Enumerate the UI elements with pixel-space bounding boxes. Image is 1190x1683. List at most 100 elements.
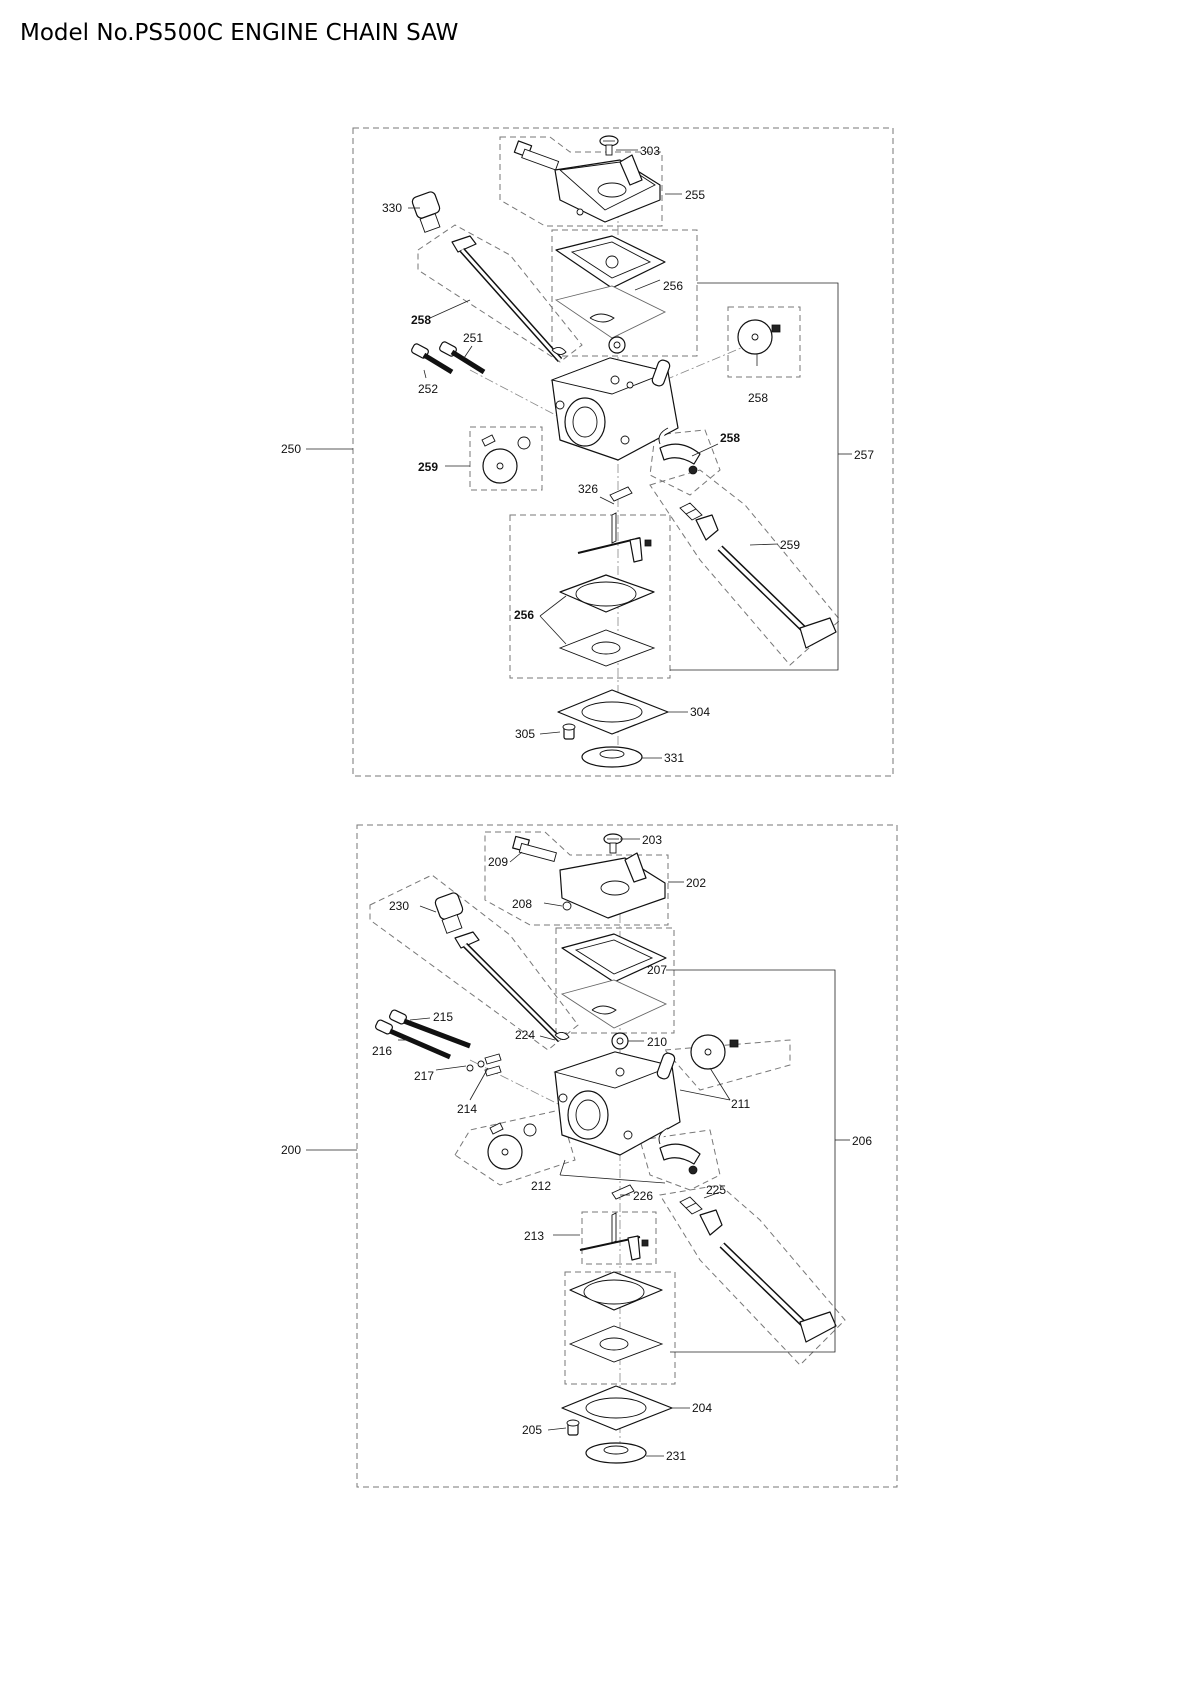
choke-plate-259-icon (481, 434, 531, 484)
inlet-screen-icon (608, 336, 626, 354)
pump-cover-202-icon (559, 852, 666, 919)
screw-305-icon (562, 723, 576, 740)
lower-carburetor-assembly: 203 209 202 208 230 207 215 216 224 210 … (281, 824, 898, 1488)
callout-204: 204 (692, 1401, 712, 1415)
callout-225: 225 (706, 1183, 726, 1197)
callout-202: 202 (686, 876, 706, 890)
washer-217-icon (466, 1060, 485, 1072)
callout-213: 213 (524, 1229, 544, 1243)
callout-256-upper: 256 (663, 279, 683, 293)
callout-216: 216 (372, 1044, 392, 1058)
throttle-plate-258-icon (737, 319, 781, 355)
spring-326-icon (609, 486, 633, 502)
screw-205-icon (566, 1419, 580, 1436)
lower-carburetor-body-icon (553, 1051, 681, 1156)
callout-258-throttle-plate: 258 (748, 391, 768, 405)
callout-305: 305 (515, 727, 535, 741)
cover-bolt-icon (513, 140, 560, 171)
callout-226: 226 (633, 1189, 653, 1203)
lower-assembly-frame (356, 824, 898, 1488)
washer-231-icon (585, 1442, 647, 1464)
needle-252-icon (411, 343, 454, 375)
metering-gasket-256-icon (558, 574, 656, 667)
spring-226-icon (611, 1184, 635, 1200)
choke-shaft-224-icon (454, 931, 570, 1043)
screw-303-icon (599, 135, 619, 156)
callout-250: 250 (281, 442, 301, 456)
lower-gasket-group-outline (509, 514, 671, 679)
callout-230: 230 (389, 899, 409, 913)
needle-216-icon (375, 1019, 451, 1060)
lower-cover-group-outline (484, 831, 669, 926)
bolt-209-icon (512, 835, 557, 863)
callout-256-lower: 256 (514, 608, 534, 622)
callout-257: 257 (854, 448, 874, 462)
lower-lever-icon (658, 1127, 701, 1175)
lower-choke-plate-icon (487, 1122, 537, 1170)
callout-211: 211 (731, 1097, 750, 1111)
callout-208: 208 (512, 897, 532, 911)
throttle-shaft-259-icon (679, 502, 837, 649)
pump-cover-255-icon (554, 154, 661, 223)
callout-258-choke-shaft: 258 (411, 313, 431, 327)
upper-assembly-frame (352, 127, 894, 777)
lower-diaphragm-gasket-icon (568, 1271, 664, 1363)
callout-214: 214 (457, 1102, 477, 1116)
spring-214-icon (484, 1053, 502, 1077)
callout-303: 303 (640, 144, 660, 158)
callout-210: 210 (647, 1035, 667, 1049)
side-axis (469, 369, 566, 421)
lower-throttle-shaft-group-outline (659, 1184, 846, 1366)
callout-252: 252 (418, 382, 438, 396)
needle-215-icon (389, 1009, 471, 1049)
upper-leader-lines (306, 149, 852, 759)
lever-258-icon (658, 427, 701, 475)
upper-callouts: 303 255 330 256 258 251 252 258 257 258 … (281, 144, 874, 765)
callout-217: 217 (414, 1069, 434, 1083)
metering-lever-213-icon (579, 1212, 649, 1261)
lower-choke-shaft-group-outline (369, 874, 579, 1051)
callout-326: 326 (578, 482, 598, 496)
screw-203-icon (603, 833, 623, 854)
callout-259-choke-plate: 259 (418, 460, 438, 474)
callout-259-throttle-shaft: 259 (780, 538, 800, 552)
metering-cover-304-icon (557, 689, 669, 735)
lower-side-axis (469, 1059, 571, 1111)
callout-251: 251 (463, 331, 483, 345)
connector-330-icon (411, 191, 441, 233)
inlet-screen-210-icon (611, 1032, 629, 1050)
callout-203: 203 (642, 833, 662, 847)
lower-metering-lever-outline (581, 1211, 657, 1265)
lower-gasket-group-outline (555, 927, 675, 1034)
lower-choke-plate-group-outline (454, 1109, 576, 1186)
callout-206: 206 (852, 1134, 872, 1148)
callout-207: 207 (647, 963, 667, 977)
connector-230-icon (434, 892, 464, 934)
callout-331: 331 (664, 751, 684, 765)
gasket-group-outline (551, 229, 698, 357)
pump-gasket-207-icon (560, 933, 668, 1029)
choke-shaft-group-outline (417, 224, 583, 363)
callout-231: 231 (666, 1449, 686, 1463)
throttle-plate-group-outline (727, 306, 801, 378)
callout-209: 209 (488, 855, 508, 869)
washer-331-icon (581, 746, 643, 768)
lower-throttle-plate-group-outline (663, 1039, 791, 1091)
callout-304: 304 (690, 705, 710, 719)
lower-lever-group-outline (639, 1129, 721, 1191)
upper-carburetor-assembly: 303 255 330 256 258 251 252 258 257 258 … (281, 127, 894, 777)
lower-leader-lines (306, 838, 850, 1457)
metering-lever-icon (577, 512, 652, 563)
choke-shaft-258-icon (451, 235, 567, 362)
cover-group-outline (499, 136, 663, 227)
choke-plate-group-outline (469, 426, 543, 491)
ring-208-icon (562, 901, 572, 911)
needle-251-icon (439, 341, 486, 375)
callout-258-lever: 258 (720, 431, 740, 445)
lower-callouts: 203 209 202 208 230 207 215 216 224 210 … (281, 833, 872, 1463)
throttle-plate-211-icon (690, 1034, 739, 1070)
callout-212: 212 (531, 1179, 551, 1193)
throttle-shaft-225-icon (679, 1196, 837, 1343)
callout-215: 215 (433, 1010, 453, 1024)
